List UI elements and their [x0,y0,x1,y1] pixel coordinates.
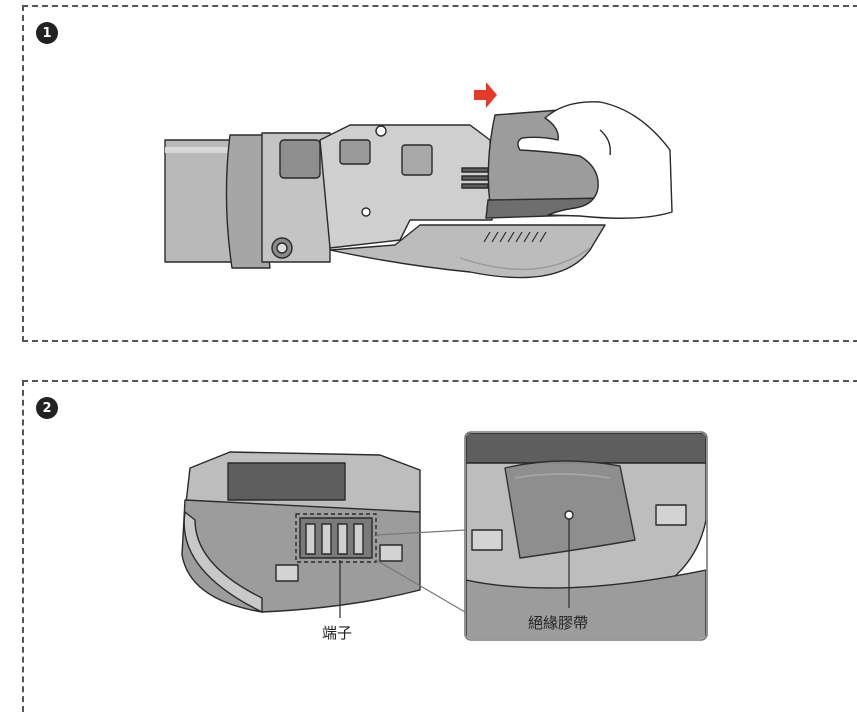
zoom-inset [464,431,708,641]
step-1-badge: 1 [36,22,58,44]
vacuum-body-illustration [164,109,613,279]
battery-pack-illustration [181,451,421,618]
step-1-panel [22,5,857,342]
terminal-label: 端子 [322,624,353,642]
pull-direction-arrow-icon [474,82,497,108]
step-2-panel [22,380,857,712]
step-2-badge: 2 [36,397,58,419]
insulating-tape-label: 絕緣膠帶 [528,614,589,632]
zoom-connector [375,529,466,613]
hand-illustration [517,101,673,219]
